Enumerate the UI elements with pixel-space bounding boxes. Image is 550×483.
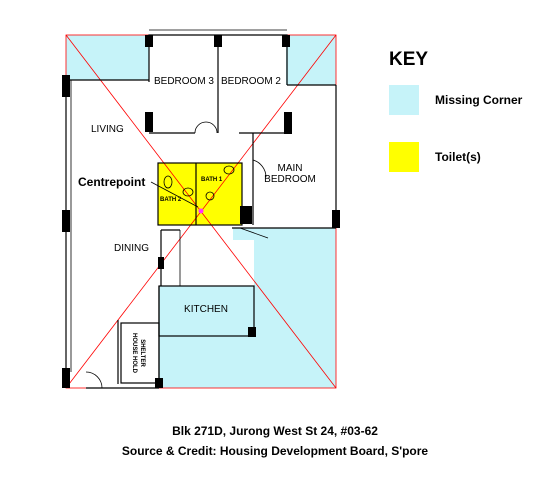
- room-label-dining: DINING: [114, 243, 149, 254]
- room-label-bath-2: BATH 2: [160, 197, 182, 203]
- key-item-missing-corner: Missing Corner: [389, 85, 522, 115]
- centrepoint-marker: [198, 208, 204, 214]
- centrepoint-pointer: [150, 181, 199, 208]
- room-label-living: LIVING: [91, 124, 124, 135]
- toilet-bath-1: [196, 163, 242, 225]
- toilet-bath-2: [158, 163, 196, 225]
- caption-address: Blk 271D, Jurong West St 24, #03-62: [172, 424, 378, 438]
- room-label-household-shelter: HOUSE HOLD: [131, 333, 137, 374]
- room-label-bath-1: BATH 1: [201, 177, 223, 183]
- key-label: Missing Corner: [435, 93, 523, 107]
- room-label-household-shelter: SHELTER: [139, 339, 145, 367]
- room-label-main-bedroom: MAIN: [278, 163, 303, 174]
- key-title: KEY: [389, 49, 429, 70]
- key-swatch-missing-corner: [389, 85, 419, 115]
- room-label-bedroom-2: BEDROOM 2: [221, 76, 281, 87]
- key-swatch-toilets: [389, 142, 419, 172]
- room-label-kitchen: KITCHEN: [184, 304, 228, 315]
- key-item-toilets: Toilet(s): [389, 142, 481, 172]
- missing-corner-top-right: [286, 35, 336, 85]
- room-label-bedroom-3: BEDROOM 3: [154, 76, 214, 87]
- missing-corner-top-left: [66, 35, 149, 80]
- caption-source: Source & Credit: Housing Development Boa…: [121, 444, 429, 458]
- sanitary-fixtures: [163, 165, 235, 201]
- room-label-main-bedroom: BEDROOM: [264, 174, 316, 185]
- wall-pillars: [62, 35, 340, 388]
- missing-corner-bottom-right: [159, 228, 336, 388]
- key-label: Toilet(s): [435, 150, 481, 164]
- centrepoint-label: Centrepoint: [78, 175, 145, 189]
